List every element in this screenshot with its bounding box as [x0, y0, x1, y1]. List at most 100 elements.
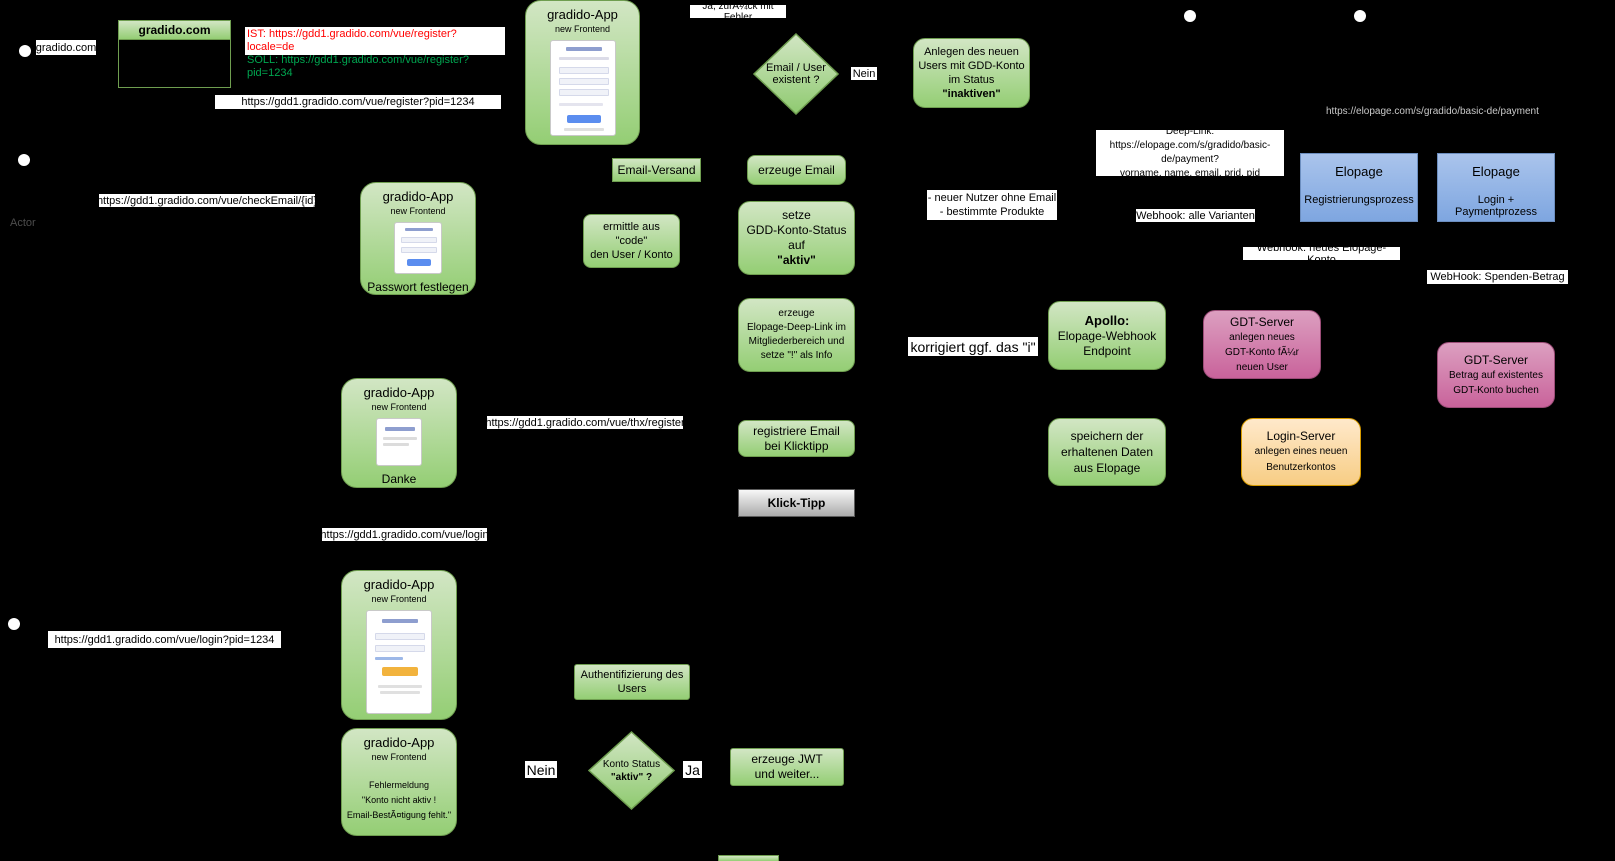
node-gradido-container: gradido.com	[118, 20, 231, 88]
app-caption: Passwort festlegen	[367, 280, 469, 294]
url-label-register-pid: https://gdd1.gradido.com/vue/register?pi…	[215, 95, 501, 109]
node-erzeuge-elopage-deeplink: erzeuge Elopage-Deep-Link im Mitgliederb…	[738, 298, 855, 372]
node-text: setze GDD-Konto-Status auf	[746, 208, 847, 252]
actor-dot-elopage-login	[1354, 10, 1366, 22]
thumb-field	[375, 645, 425, 652]
node-app-login: gradido-App new Frontend	[341, 570, 457, 720]
node-app-password: gradido-App new Frontend Passwort festle…	[360, 182, 476, 295]
app-subtitle: new Frontend	[554, 24, 611, 34]
actor-dot-login	[8, 618, 20, 630]
thumb-field	[401, 237, 437, 243]
node-erzeuge-jwt: erzeuge JWT und weiter...	[730, 748, 844, 786]
note-deep-link: Deep-Link: https://elopage.com/s/gradido…	[1096, 126, 1284, 179]
thumb-field	[375, 633, 425, 640]
node-app-danke: gradido-App new Frontend Danke	[341, 378, 457, 488]
thumb-line	[565, 47, 602, 51]
app-subtitle: new Frontend	[371, 752, 427, 762]
thumb-line	[383, 443, 409, 446]
url-label-login-pid: https://gdd1.gradido.com/vue/login?pid=1…	[48, 631, 281, 648]
label-webhook-spenden-betrag: WebHook: Spenden-Betrag	[1427, 270, 1568, 284]
label-nein-top: Nein	[851, 67, 877, 80]
decision-text: Email / User existent ?	[766, 62, 826, 86]
node-elopage-login-payment: Elopage Login + Paymentprozess	[1437, 153, 1555, 222]
app-caption: Danke	[381, 472, 417, 486]
node-subtitle: Registrierungsprozess	[1304, 194, 1414, 206]
node-text: Betrag auf existentes GDT-Konto buchen	[1449, 370, 1543, 396]
url-label-elopage-payment: https://elopage.com/s/gradido/basic-de/p…	[1326, 106, 1539, 117]
app-title: gradido-App	[363, 577, 435, 592]
ist-line: IST: https://gdd1.gradido.com/vue/regist…	[247, 28, 457, 53]
node-gdt-server-buchen: GDT-Server Betrag auf existentes GDT-Kon…	[1437, 342, 1555, 408]
thumb-field	[558, 78, 609, 85]
node-authentifizierung: Authentifizierung des Users	[574, 664, 690, 700]
thumb-line	[383, 437, 417, 440]
node-apollo-webhook-endpoint: Apollo: Elopage-Webhook Endpoint	[1048, 301, 1166, 370]
diamond-shape	[752, 32, 840, 116]
thumb-field	[401, 247, 437, 253]
app-subtitle: new Frontend	[371, 594, 427, 604]
node-title: Apollo:	[1084, 312, 1130, 328]
app-screenshot-thumbnail	[394, 222, 442, 274]
app-screenshot-thumbnail	[549, 40, 616, 136]
thumb-line	[558, 103, 603, 106]
decision-text-bold: "aktiv" ?	[610, 771, 653, 783]
node-erzeuge-email: erzeuge Email	[747, 155, 846, 185]
actor-label: Actor	[10, 217, 36, 229]
node-text-bold: "inaktiven"	[942, 88, 1001, 100]
label-ja-zurueck: Ja, zurÃ¼ck mit Fehler	[690, 1, 786, 23]
cropped-shape	[718, 855, 779, 861]
thumb-field	[558, 67, 609, 74]
url-label-thx-register: https://gdd1.gradido.com/vue/thx/registe…	[485, 416, 685, 429]
thumb-line	[375, 657, 403, 660]
thumb-field	[558, 89, 609, 96]
decision-text-wrap: Konto Status "aktiv" ?	[588, 731, 675, 810]
app-title: gradido-App	[363, 735, 435, 750]
actor-dot-elopage-register	[1184, 10, 1196, 22]
decision-text: Konto Status	[602, 758, 661, 770]
decision-email-user-existent: Email / User existent ?	[752, 32, 840, 116]
node-elopage-registrierung: Elopage Registrierungsprozess	[1300, 153, 1418, 222]
ist-soll-note: IST: https://gdd1.gradido.com/vue/regist…	[245, 27, 505, 79]
node-title: Elopage	[1472, 164, 1520, 179]
decision-konto-status-aktiv: Konto Status "aktiv" ?	[587, 730, 676, 811]
app-error-text: Fehlermeldung "Konto nicht aktiv ! Email…	[346, 780, 452, 820]
node-title: Login-Server	[1266, 429, 1336, 443]
node-setze-status-aktiv: setze GDD-Konto-Status auf "aktiv"	[738, 201, 855, 275]
label-webhook-neues-elopage-konto: Webhook: neues Elopage-Konto	[1243, 242, 1400, 266]
app-title: gradido-App	[547, 7, 618, 22]
thumb-line	[385, 427, 415, 431]
node-text: anlegen eines neuen Benutzerkontos	[1254, 446, 1348, 473]
node-app-fehlermeldung: gradido-App new Frontend Fehlermeldung "…	[341, 728, 457, 836]
node-text: Elopage-Webhook Endpoint	[1057, 328, 1157, 358]
node-text: anlegen neues GDT-Konto fÃ¼r neuen User	[1225, 332, 1299, 373]
node-login-server: Login-Server anlegen eines neuen Benutze…	[1241, 418, 1361, 486]
thumb-line	[405, 228, 433, 231]
note-neuer-nutzer: - neuer Nutzer ohne Email - bestimmte Pr…	[927, 190, 1057, 220]
label-webhook-alle-varianten: Webhook: alle Varianten	[1136, 209, 1255, 222]
node-title: GDT-Server	[1229, 315, 1294, 329]
app-title: gradido-App	[363, 385, 435, 400]
note-korrigiert: korrigiert ggf. das "i"	[908, 337, 1038, 356]
node-gdt-server-anlegen: GDT-Server anlegen neues GDT-Konto fÃ¼r …	[1203, 310, 1321, 379]
node-klick-tipp: Klick-Tipp	[738, 489, 855, 517]
node-title: Elopage	[1335, 164, 1383, 179]
url-label-login: https://gdd1.gradido.com/vue/login	[320, 528, 489, 541]
node-registriere-klicktipp: registriere Email bei Klicktipp	[738, 420, 855, 457]
node-speichern-elopage-daten: speichern der erhaltenen Daten aus Elopa…	[1048, 418, 1166, 486]
diamond-shape	[587, 730, 676, 811]
node-email-versand: Email-Versand	[612, 158, 701, 182]
node-text: Anlegen des neuen Users mit GDD-Konto im…	[918, 46, 1025, 86]
app-subtitle: new Frontend	[371, 402, 427, 412]
thumb-line	[558, 57, 609, 60]
node-subtitle: Login + Paymentprozess	[1455, 194, 1537, 218]
label-ja-bottom: Ja	[683, 761, 702, 778]
node-app-register: gradido-App new Frontend	[525, 0, 640, 145]
app-screenshot-thumbnail	[366, 610, 432, 714]
node-create-inactive-user: Anlegen des neuen Users mit GDD-Konto im…	[913, 38, 1030, 108]
container-title: gradido.com	[119, 21, 230, 40]
thumb-line	[382, 619, 418, 623]
thumb-button	[407, 259, 431, 266]
url-label-checkemail: https://gdd1.gradido.com/vue/checkEmail/…	[96, 194, 318, 207]
label-gradido-site: gradido.com	[35, 40, 97, 55]
